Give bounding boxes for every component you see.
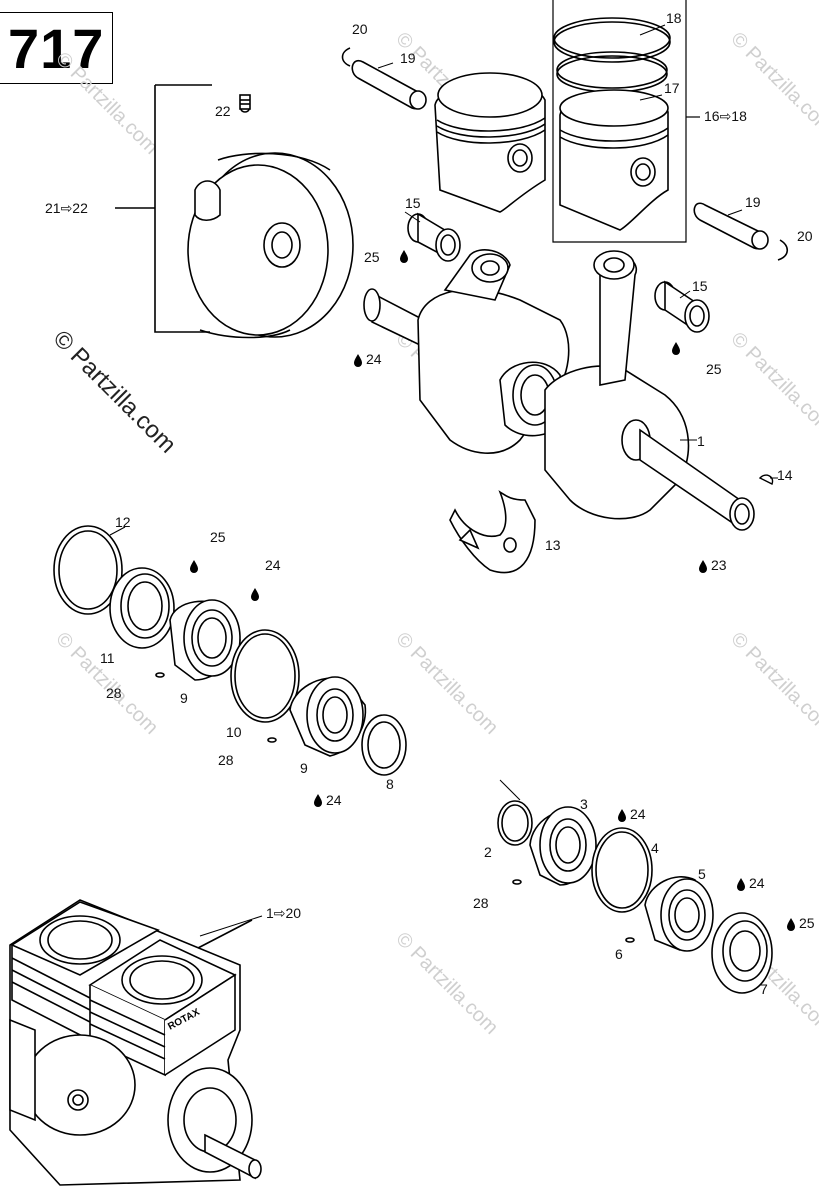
piston-kit-box [552, 0, 700, 243]
distance-ring-13 [449, 490, 536, 574]
callout-13: 13 [545, 537, 561, 553]
needle-bearing-left [407, 212, 461, 262]
page-number: 717 [8, 17, 105, 80]
needle-bearing-right [654, 280, 710, 333]
callout-9-b: 9 [300, 760, 308, 776]
bearing-stack-right [497, 800, 773, 994]
callout-6: 6 [615, 946, 623, 962]
callout-25-b: 25 [706, 361, 722, 377]
callout-16-18: 16⇨18 [704, 108, 747, 124]
callout-9-a: 9 [180, 690, 188, 706]
callout-24-d: 24 [630, 806, 646, 822]
callout-21-22: 21⇨22 [45, 200, 88, 216]
piston-pin-left [341, 47, 427, 110]
watermark: © Partzilla.com [391, 928, 502, 1039]
callout-3: 3 [580, 796, 588, 812]
callout-17: 17 [664, 80, 680, 96]
callout-18: 18 [666, 10, 682, 26]
callout-28-a: 28 [106, 685, 122, 701]
watermark: © Partzilla.com [726, 628, 819, 739]
callout-19-top: 19 [400, 50, 416, 66]
callout-24-c: 24 [326, 792, 342, 808]
piston-rings [553, 17, 671, 93]
callouts: 20 19 18 17 16⇨18 22 21⇨22 19 20 15 25 1… [45, 10, 815, 997]
woodruff-key [758, 474, 774, 485]
engine-block: ROTAX [9, 899, 262, 1186]
crankshaft [363, 249, 755, 531]
bearing-stack-left [53, 525, 407, 776]
leader-lines [109, 24, 778, 937]
flywheel [115, 84, 354, 339]
callout-10: 10 [226, 724, 242, 740]
callout-22: 22 [215, 103, 231, 119]
callout-11: 11 [100, 650, 115, 666]
piston-pin-right [693, 202, 789, 261]
page-number-box: 717 [0, 12, 113, 84]
watermark: © Partzilla.com [51, 48, 162, 159]
callout-5: 5 [698, 866, 706, 882]
callout-2: 2 [484, 844, 492, 860]
callout-15-right: 15 [692, 278, 708, 294]
callout-4: 4 [651, 840, 659, 856]
callout-1: 1 [697, 433, 705, 449]
callout-24-b: 24 [265, 557, 281, 573]
callout-14: 14 [777, 467, 793, 483]
callout-25-d: 25 [799, 915, 815, 931]
callout-24-e: 24 [749, 875, 765, 891]
watermark-dark: © Partzilla.com [48, 325, 181, 458]
callout-19-right: 19 [745, 194, 761, 210]
watermark: © Partzilla.com [391, 628, 502, 739]
callout-24-a: 24 [366, 351, 382, 367]
piston-right [559, 89, 669, 231]
callout-12: 12 [115, 514, 131, 530]
callout-25-c: 25 [210, 529, 226, 545]
callout-25-a: 25 [364, 249, 380, 265]
callout-15-left: 15 [405, 195, 421, 211]
callout-28-b: 28 [218, 752, 234, 768]
watermark: © Partzilla.com [726, 328, 819, 439]
callout-1-20: 1⇨20 [266, 905, 301, 921]
piston-left [434, 72, 546, 213]
callout-8: 8 [386, 776, 394, 792]
callout-23: 23 [711, 557, 727, 573]
callout-20-right: 20 [797, 228, 813, 244]
callout-28-c: 28 [473, 895, 489, 911]
callout-7: 7 [760, 981, 768, 997]
callout-20-top: 20 [352, 21, 368, 37]
